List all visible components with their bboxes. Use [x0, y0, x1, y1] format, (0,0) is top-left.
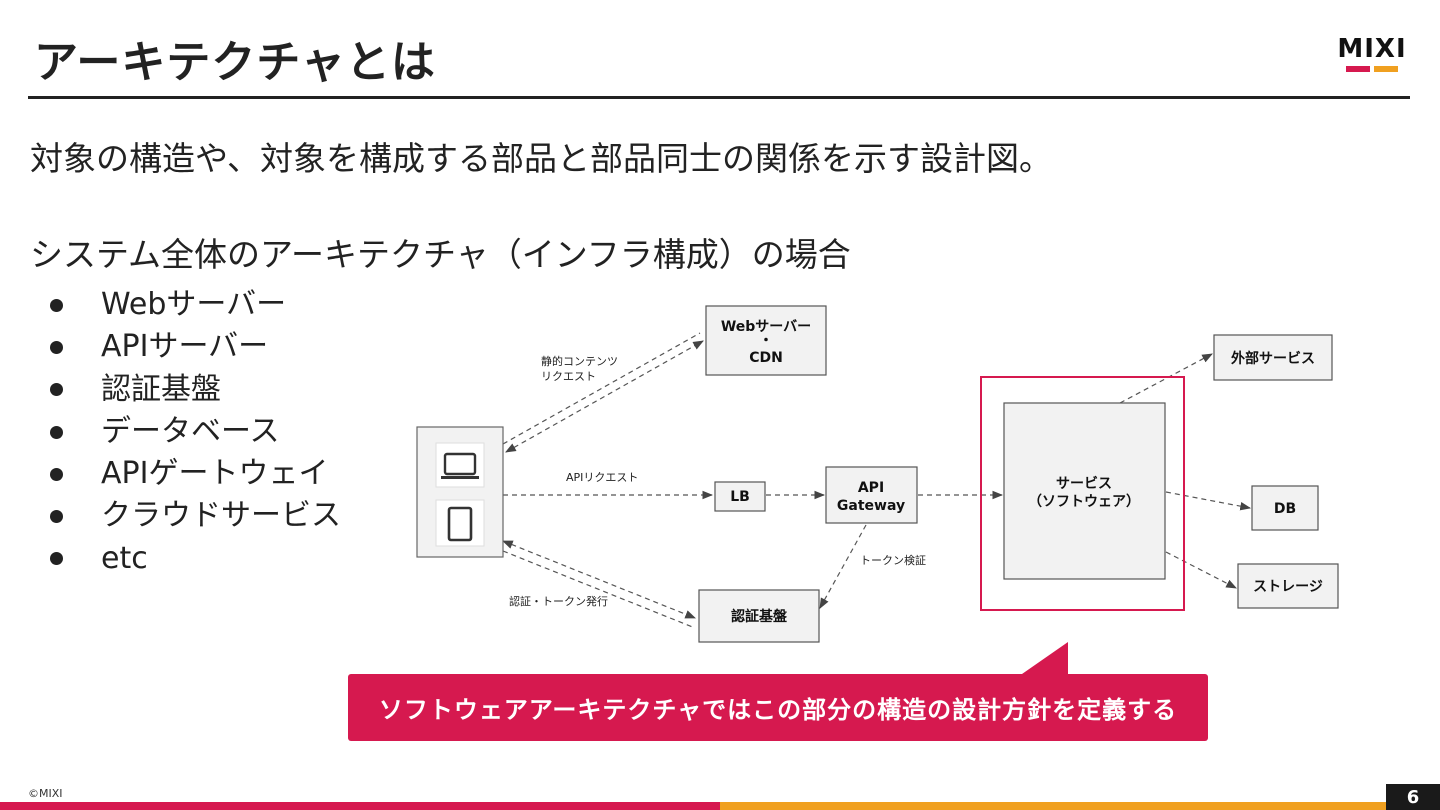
page-number: 6 — [1386, 784, 1440, 810]
list-item: データベース — [50, 411, 341, 453]
bullet-icon — [50, 552, 63, 566]
logo-text: MIXI — [1337, 34, 1407, 64]
edge-label: リクエスト — [541, 370, 596, 383]
list-item: Webサーバー — [50, 284, 341, 326]
bullet-icon — [50, 510, 63, 524]
node-web-cdn: Webサーバー ・ CDN — [705, 305, 827, 376]
list-item-label: Webサーバー — [101, 287, 287, 322]
edge-auth-issue — [501, 540, 697, 619]
edge-service-storage — [1165, 551, 1237, 589]
title-divider — [28, 96, 1410, 99]
edge-service-db — [1165, 491, 1252, 511]
node-label: 外部サービス — [1231, 350, 1315, 367]
lead-text: 対象の構造や、対象を構成する部品と部品同士の関係を示す設計図。 — [30, 139, 1053, 178]
node-label: Webサーバー — [721, 319, 811, 335]
node-auth: 認証基盤 — [698, 589, 820, 643]
node-service: サービス （ソフトウェア） — [1003, 402, 1166, 580]
node-label: ・ — [759, 333, 773, 349]
bullet-icon — [50, 425, 63, 439]
edges — [501, 332, 1252, 629]
list-item: 認証基盤 — [50, 369, 341, 411]
node-label: DB — [1274, 501, 1296, 517]
node-lb: LB — [714, 481, 766, 512]
node-label: （ソフトウェア） — [1028, 494, 1140, 510]
bullet-icon — [50, 298, 63, 312]
bullet-icon — [50, 340, 63, 354]
edge-static-request — [505, 340, 704, 453]
node-label: CDN — [749, 350, 783, 366]
list-item: etc — [50, 538, 341, 580]
node-label: API — [858, 480, 884, 496]
tablet-icon — [447, 506, 473, 542]
laptop-icon — [441, 452, 479, 479]
edge-service-external — [1119, 353, 1213, 404]
mixi-logo: MIXI — [1332, 36, 1412, 76]
subheading: システム全体のアーキテクチャ（インフラ構成）の場合 — [30, 235, 851, 274]
list-item-label: etc — [101, 540, 148, 576]
node-db: DB — [1251, 485, 1319, 531]
list-item-label: 認証基盤 — [101, 371, 221, 407]
list-item-label: データベース — [101, 413, 280, 449]
edge-label: トークン検証 — [860, 553, 926, 567]
callout-bubble — [348, 642, 1208, 741]
node-label: 認証基盤 — [731, 608, 788, 625]
software-highlight — [980, 376, 1185, 611]
edge-label: 認証・トークン発行 — [509, 594, 608, 608]
edge-label: 静的コンテンツ — [541, 354, 618, 368]
logo-bar-magenta — [1346, 66, 1370, 72]
bullet-icon — [50, 383, 63, 397]
node-label: LB — [730, 489, 750, 505]
logo-bar-orange — [1374, 66, 1398, 72]
footer-bar-magenta — [0, 802, 720, 810]
list-item: APIサーバー — [50, 326, 341, 368]
list-item: クラウドサービス — [50, 495, 341, 537]
callout-text: ソフトウェアアーキテクチャではこの部分の構造の設計方針を定義する — [378, 696, 1178, 724]
edge-static-request-2 — [502, 332, 701, 445]
edge-auth-issue-2 — [502, 550, 696, 629]
node-external: 外部サービス — [1213, 334, 1333, 381]
list-item-label: APIゲートウェイ — [101, 456, 329, 492]
edge-label: APIリクエスト — [566, 471, 638, 484]
list-item-label: クラウドサービス — [101, 498, 341, 534]
node-storage: ストレージ — [1237, 563, 1339, 609]
node-label: ストレージ — [1253, 579, 1323, 595]
list-item-label: APIサーバー — [101, 329, 269, 365]
edge-token-verify — [819, 524, 867, 609]
client-devices — [416, 426, 504, 558]
bullet-icon — [50, 467, 63, 481]
list-item: APIゲートウェイ — [50, 453, 341, 495]
node-label: サービス — [1056, 476, 1112, 492]
copyright: ©MIXI — [28, 787, 63, 800]
component-list: Webサーバー APIサーバー 認証基盤 データベース APIゲートウェイ クラ… — [50, 284, 341, 580]
footer-bar-orange — [720, 802, 1440, 810]
node-label: Gateway — [837, 498, 905, 514]
slide-title: アーキテクチャとは — [34, 37, 436, 88]
node-api-gateway: API Gateway — [825, 466, 918, 524]
